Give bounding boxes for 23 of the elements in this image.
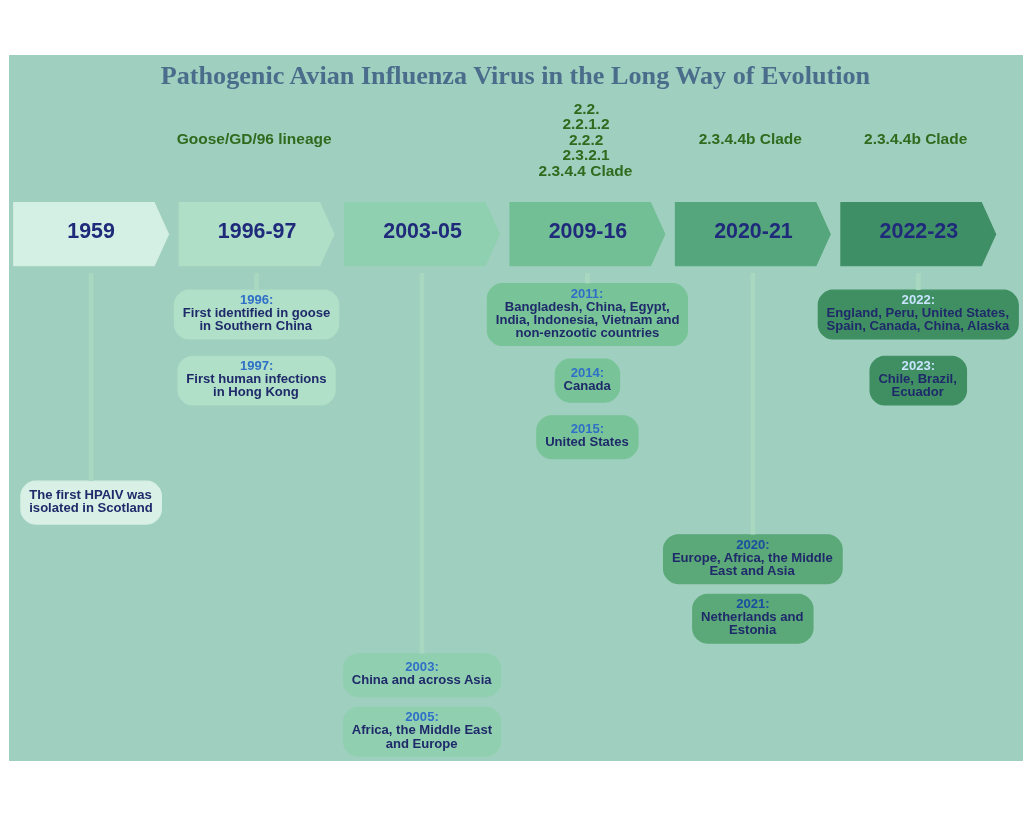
node-box: 2020: Europe, Africa, the Middle East and Asia xyxy=(662,533,843,584)
node-label: 2.2.2 xyxy=(568,130,603,148)
node-box: 2021: Netherlands and Estonia xyxy=(691,593,814,644)
connector xyxy=(419,272,424,653)
connector xyxy=(915,272,921,290)
connector xyxy=(749,272,755,535)
node-box: 2014: Canada xyxy=(554,358,620,403)
node-label: 2.3.4.4 Clade xyxy=(538,161,632,179)
connector xyxy=(88,272,93,481)
diagram-title: Pathogenic Avian Influenza Virus in the Long Way of Evolution xyxy=(160,60,870,90)
node-box: The first HPAIV was isolated in Scotland xyxy=(19,480,162,525)
node-label: 2.2.1.2 xyxy=(561,114,610,132)
connector xyxy=(584,272,590,283)
node-label: 2.3.2.1 xyxy=(561,145,610,163)
node-box: 2022: England, Peru, United States, Spain, Canada, China, Alaska xyxy=(817,289,1019,340)
node-label: 2.2. xyxy=(573,99,600,117)
node-label: 2.3.4.4b Clade xyxy=(863,129,967,147)
node-label: Goose/GD/96 lineage xyxy=(176,129,332,147)
node-label: 2.3.4.4b Clade xyxy=(698,129,802,147)
node-box: 2011: Bangladesh, China, Egypt, India, Indonesia, Vietnam and non-enzootic countries xyxy=(486,282,688,346)
node-box: 2023: Chile, Brazil, Ecuador xyxy=(868,355,967,406)
node-box: 2003: China and across Asia xyxy=(342,652,501,697)
node-box: 2015: United States xyxy=(535,414,639,459)
